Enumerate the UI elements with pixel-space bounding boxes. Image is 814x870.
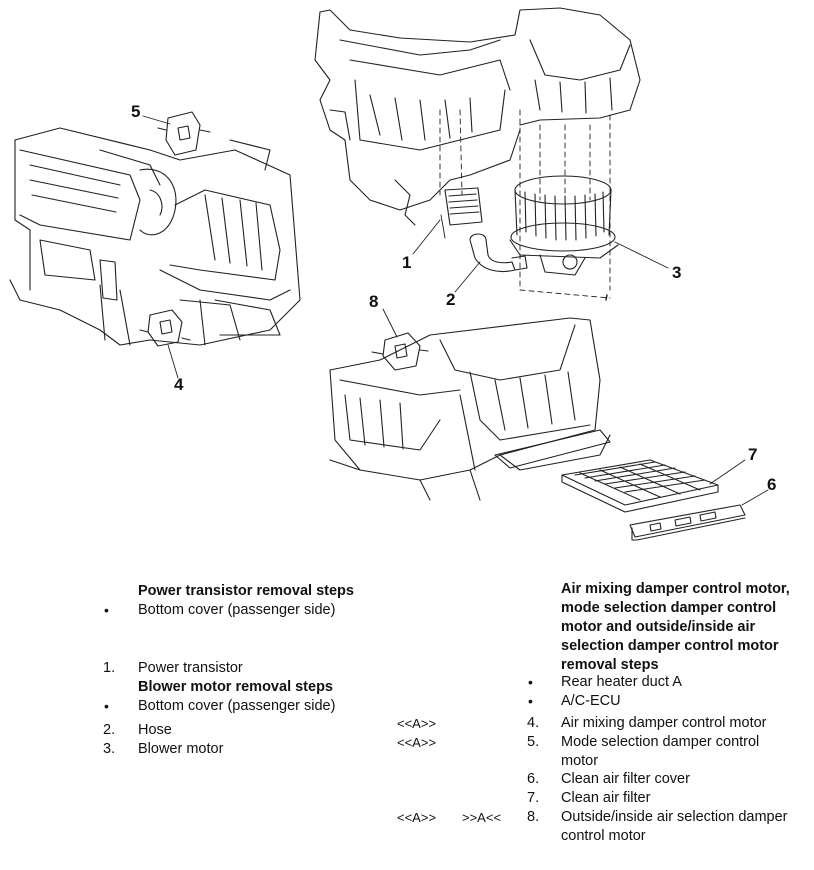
step-number: 2. (103, 722, 116, 738)
step-number: 6. (527, 771, 540, 787)
step-outside-inside-air-motor: Outside/inside air selection damper cont… (561, 809, 788, 844)
bullet-marker: • (528, 674, 533, 690)
bullet-marker: • (104, 602, 109, 618)
callout-8: 8 (369, 292, 378, 311)
step-number: 4. (527, 715, 540, 731)
callout-1: 1 (402, 253, 411, 272)
step-ac-ecu: A/C-ECU (561, 693, 621, 709)
step-rear-heater-duct: Rear heater duct A (561, 674, 682, 690)
callout-5: 5 (131, 102, 140, 121)
callout-2: 2 (446, 290, 455, 309)
step-power-transistor: Power transistor (138, 660, 243, 676)
bullet-marker: • (528, 693, 533, 709)
damper-motors-heading: Air mixing damper control motor, mode se… (561, 581, 790, 673)
callout-7: 7 (748, 445, 757, 464)
step-number: 8. (527, 809, 540, 825)
exploded-view-figure: 5 4 1 2 3 8 7 6 AC708788AC (9, 7, 776, 541)
step-bottom-cover: Bottom cover (passenger side) (138, 698, 336, 714)
step-number: 3. (103, 741, 116, 757)
reference-mark: <<A>> (397, 735, 437, 750)
callout-4: 4 (174, 375, 184, 394)
step-clean-air-filter: Clean air filter (561, 790, 651, 806)
step-number: 7. (527, 790, 540, 806)
filter-housing-drawing (329, 308, 769, 541)
step-blower-motor: Blower motor (138, 741, 224, 757)
step-bottom-cover: Bottom cover (passenger side) (138, 602, 336, 618)
blower-unit-drawing (314, 7, 669, 301)
blower-motor-heading: Blower motor removal steps (138, 679, 333, 695)
power-transistor-heading: Power transistor removal steps (138, 583, 354, 599)
callout-3: 3 (672, 263, 681, 282)
step-air-mixing-motor: Air mixing damper control motor (561, 715, 767, 731)
step-number: 5. (527, 734, 540, 750)
bullet-marker: • (104, 698, 109, 714)
reference-mark: >>A<< (462, 810, 502, 825)
left-heater-unit-drawing (9, 111, 301, 379)
reference-mark: <<A>> (397, 716, 437, 731)
step-hose: Hose (138, 722, 172, 738)
step-number: 1. (103, 660, 116, 676)
callout-6: 6 (767, 475, 776, 494)
reference-mark: <<A>> (397, 810, 437, 825)
step-mode-selection-motor: Mode selection damper control motor (561, 734, 760, 769)
step-clean-air-filter-cover: Clean air filter cover (561, 771, 690, 787)
